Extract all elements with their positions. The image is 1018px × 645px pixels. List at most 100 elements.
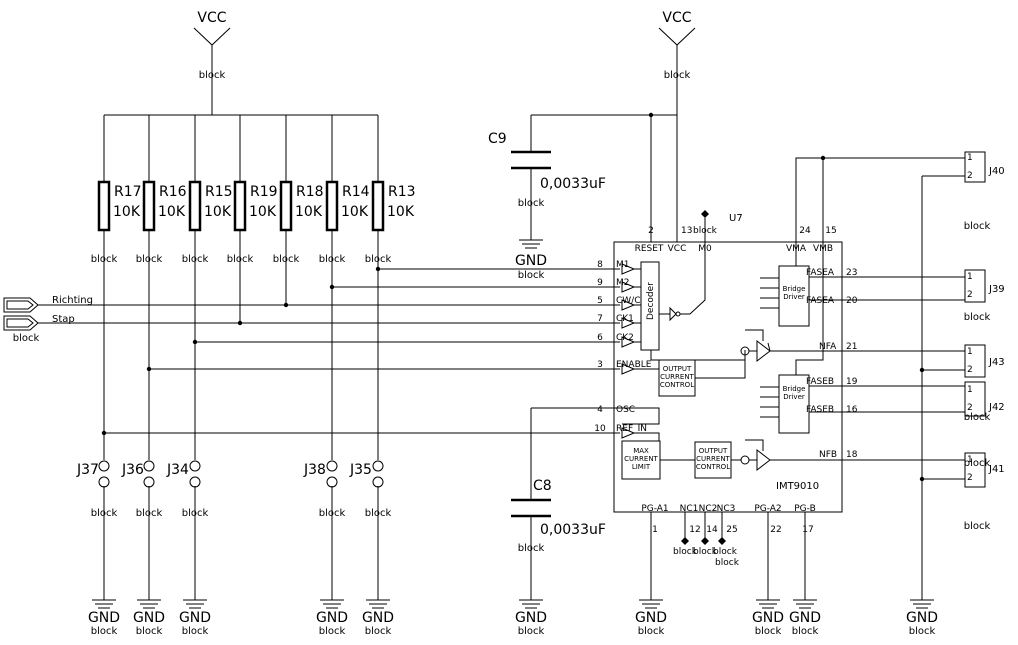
svg-text:23: 23 [846,268,857,278]
svg-text:M1: M1 [616,260,630,270]
svg-text:R19: R19 [250,184,278,200]
svg-text:block: block [91,626,118,637]
svg-text:22: 22 [770,525,781,535]
svg-text:M2: M2 [616,278,630,288]
svg-text:GND: GND [752,610,784,626]
svg-text:VCC: VCC [197,10,226,26]
svg-text:block: block [182,508,209,519]
svg-text:OSC: OSC [616,405,635,415]
svg-text:R13: R13 [388,184,416,200]
ground-right: GND block [906,599,938,637]
svg-text:4: 4 [597,405,603,415]
svg-text:GND: GND [515,610,547,626]
svg-text:FASEA: FASEA [806,296,835,306]
ground-pg-a2: GND block [752,512,784,637]
svg-text:10K: 10K [113,204,141,220]
svg-text:10K: 10K [158,204,186,220]
junctions-left [101,266,381,436]
svg-text:RESET: RESET [635,244,664,254]
svg-text:GND: GND [515,253,547,269]
svg-text:8: 8 [597,260,603,270]
svg-text:CURRENT: CURRENT [660,373,694,381]
svg-text:10K: 10K [204,204,232,220]
svg-text:block: block [792,626,819,637]
svg-text:block: block [673,547,698,557]
svg-text:6: 6 [597,333,603,343]
svg-text:block: block [365,508,392,519]
svg-text:20: 20 [846,296,858,306]
svg-text:block: block [13,333,40,344]
svg-text:Driver: Driver [783,393,805,401]
svg-text:1: 1 [967,153,973,163]
svg-text:GND: GND [906,610,938,626]
resistor-r13: R13 10K block [365,115,416,600]
svg-text:block: block [664,70,691,81]
svg-text:GND: GND [362,610,394,626]
svg-text:0,0033uF: 0,0033uF [540,522,606,538]
connector-j42: 1 2 J42 block [842,381,1005,423]
svg-text:block: block [518,543,545,554]
svg-text:2: 2 [967,403,973,413]
svg-text:block: block [693,547,718,557]
svg-text:25: 25 [726,525,737,535]
svg-text:1: 1 [967,455,973,465]
vcc-symbol-right: VCC block [658,10,696,242]
resistor-r16: R16 10K block [136,115,187,600]
svg-text:Driver: Driver [783,293,805,301]
svg-text:FASEB: FASEB [806,377,834,387]
svg-text:block: block [136,626,163,637]
svg-text:block: block [715,558,740,568]
svg-text:Decoder: Decoder [646,282,656,320]
svg-text:J36: J36 [121,462,144,478]
svg-text:PG-B: PG-B [794,504,816,514]
svg-text:block: block [91,508,118,519]
svg-text:block: block [227,254,254,265]
svg-text:24: 24 [799,226,811,236]
capacitor-c9: C9 0,0033uF block GND block [488,115,606,281]
svg-text:OUTPUT: OUTPUT [663,365,692,373]
svg-text:2: 2 [648,226,654,236]
svg-text:R14: R14 [342,184,370,200]
svg-text:2: 2 [967,171,973,181]
svg-text:R18: R18 [296,184,324,200]
svg-text:FASEA: FASEA [806,268,835,278]
jumper-j36: J36 block [121,460,162,519]
vcc-symbol-left: VCC block [193,10,231,115]
svg-text:10: 10 [594,424,606,434]
svg-text:R17: R17 [114,184,142,200]
svg-text:C8: C8 [533,478,552,494]
svg-text:block: block [319,626,346,637]
input-richting: Richting [3,295,620,313]
svg-text:block: block [909,626,936,637]
svg-text:CONTROL: CONTROL [696,463,730,471]
svg-text:block: block [182,626,209,637]
ground-pg-a1: GND block [635,512,667,637]
svg-text:GND: GND [789,610,821,626]
svg-text:J40: J40 [988,166,1005,177]
ground-j34: GND block [179,599,211,637]
svg-text:GND: GND [316,610,348,626]
svg-text:J35: J35 [349,462,372,478]
svg-text:PG-A2: PG-A2 [754,504,781,514]
svg-text:13: 13 [681,226,692,236]
svg-text:2: 2 [967,290,973,300]
svg-text:Richting: Richting [52,295,93,306]
net-gnd-right [921,175,965,600]
svg-text:NC3: NC3 [717,504,736,514]
connector-j41: 1 2 J41 block block [842,452,1005,532]
nc-pins: block block block block [673,512,740,568]
svg-text:GND: GND [179,610,211,626]
resistor-r15: R15 10K block [182,115,233,600]
svg-text:block: block [199,70,226,81]
svg-text:18: 18 [846,450,858,460]
svg-text:10K: 10K [341,204,369,220]
svg-text:14: 14 [706,525,718,535]
svg-text:Stap: Stap [52,314,75,325]
svg-text:MAX: MAX [633,447,649,455]
svg-text:7: 7 [597,314,603,324]
svg-text:block: block [365,254,392,265]
svg-text:10K: 10K [295,204,323,220]
jumper-j37: J37 block [76,460,117,519]
svg-text:block: block [518,270,545,281]
net-vma-vmb [795,157,965,375]
